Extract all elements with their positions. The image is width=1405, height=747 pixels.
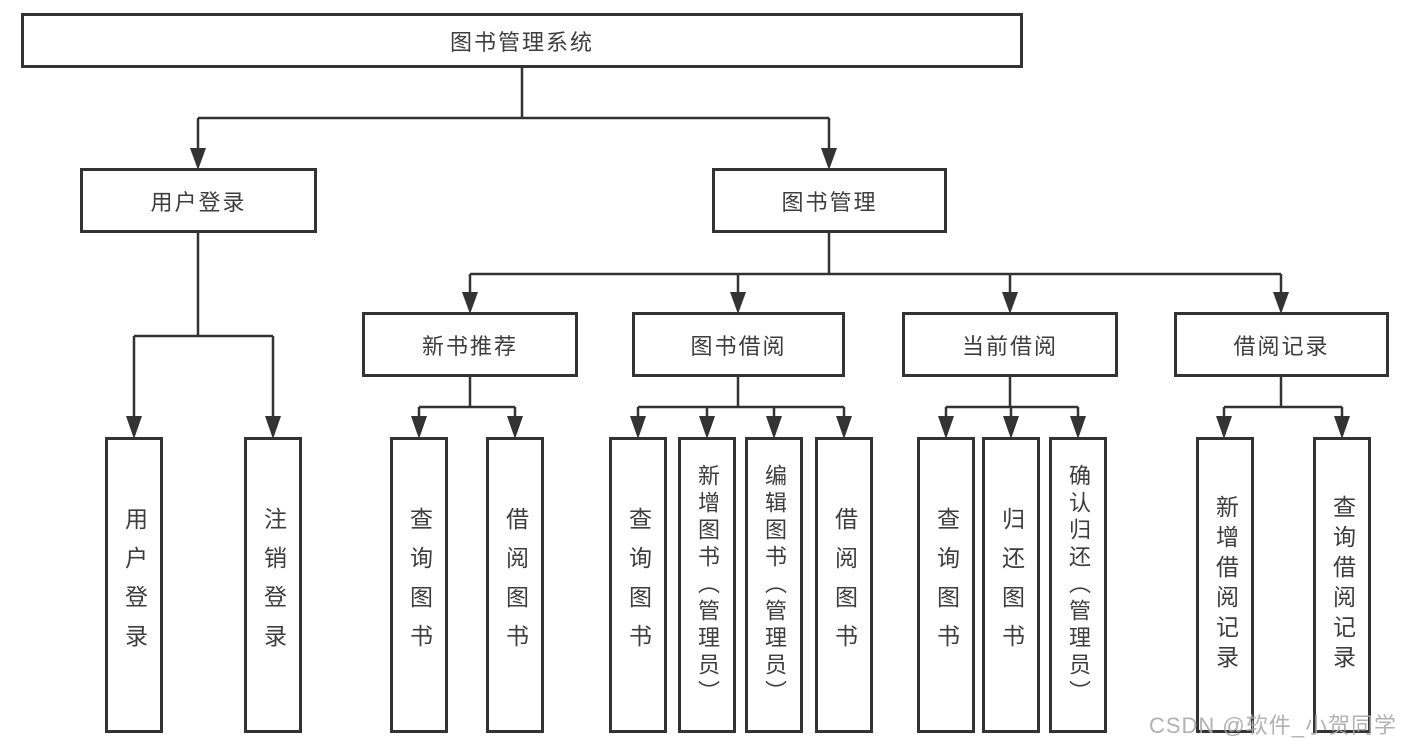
node-label: 查询图书 — [625, 507, 652, 663]
leaf-logout: 注销登录 — [244, 437, 302, 733]
node-label: 当前借阅 — [961, 333, 1058, 359]
leaf-query-books-current: 查询图书 — [917, 437, 975, 733]
node-label: 确认归还（管理员） — [1066, 463, 1091, 707]
arrowhead-icon — [462, 292, 478, 314]
node-book-borrowing: 图书借阅 — [632, 312, 845, 377]
arrowhead-icon — [1273, 292, 1289, 314]
leaf-add-book-admin: 新增图书（管理员） — [678, 437, 736, 733]
leaf-borrow-books: 借阅图书 — [815, 437, 873, 733]
node-book-management: 图书管理 — [712, 168, 947, 233]
node-label: 编辑图书（管理员） — [762, 463, 787, 707]
node-label: 图书管理系统 — [449, 29, 594, 55]
arrowhead-icon — [821, 148, 837, 170]
arrowhead-icon — [1216, 416, 1232, 439]
node-label: 图书借阅 — [690, 333, 787, 359]
leaf-edit-book-admin: 编辑图书（管理员） — [745, 437, 803, 733]
node-new-book-recommendation: 新书推荐 — [362, 312, 578, 377]
arrowhead-icon — [938, 416, 954, 439]
arrowhead-icon — [1003, 416, 1019, 439]
node-borrowing-records: 借阅记录 — [1174, 312, 1389, 377]
arrowhead-icon — [126, 416, 142, 439]
arrowhead-icon — [699, 416, 715, 439]
arrowhead-icon — [1334, 416, 1350, 439]
node-label: 借阅记录 — [1233, 333, 1330, 359]
leaf-borrow-books-recommend: 借阅图书 — [486, 437, 544, 733]
connector-user-login-to-leaves — [132, 233, 275, 418]
node-label: 新增借阅记录 — [1212, 495, 1239, 675]
arrowhead-icon — [836, 416, 852, 439]
node-label: 图书管理 — [781, 189, 878, 215]
leaf-add-borrow-record: 新增借阅记录 — [1196, 437, 1254, 733]
connector-book-mgmt-to-level3 — [468, 233, 1283, 296]
node-user-login: 用户登录 — [80, 168, 317, 233]
arrowhead-icon — [766, 416, 782, 439]
arrowhead-icon — [730, 292, 746, 314]
node-label: 借阅图书 — [502, 507, 529, 663]
connector-book-borrow-to-leaves — [636, 377, 846, 418]
arrowhead-icon — [190, 148, 206, 170]
node-label: 借阅图书 — [831, 507, 858, 663]
connector-new-book-to-leaves — [417, 377, 517, 418]
leaf-query-borrow-record: 查询借阅记录 — [1313, 437, 1371, 733]
node-label: 新书推荐 — [421, 333, 518, 359]
node-current-borrowing: 当前借阅 — [902, 312, 1118, 377]
leaf-confirm-return-admin: 确认归还（管理员） — [1049, 437, 1107, 733]
connector-root-to-level2 — [196, 68, 831, 152]
connector-current-borrow-to-leaves — [944, 377, 1080, 418]
node-label: 用户登录 — [121, 507, 148, 663]
node-label: 归还图书 — [998, 507, 1025, 663]
leaf-return-books: 归还图书 — [982, 437, 1040, 733]
leaf-query-books-recommend: 查询图书 — [390, 437, 448, 733]
leaf-user-login: 用户登录 — [105, 437, 163, 733]
node-label: 注销登录 — [260, 507, 287, 663]
arrowhead-icon — [1070, 416, 1086, 439]
csdn-watermark: CSDN @软件_小贺同学 — [1148, 713, 1397, 738]
connector-borrow-record-to-leaves — [1222, 377, 1344, 418]
node-label: 查询借阅记录 — [1329, 495, 1356, 675]
node-library-management-system: 图书管理系统 — [21, 13, 1023, 68]
node-label: 查询图书 — [933, 507, 960, 663]
arrowhead-icon — [1002, 292, 1018, 314]
leaf-query-books-borrow: 查询图书 — [609, 437, 667, 733]
arrowheads — [126, 148, 1350, 439]
node-label: 新增图书（管理员） — [695, 463, 720, 707]
arrowhead-icon — [507, 416, 523, 439]
node-label: 用户登录 — [150, 189, 247, 215]
arrowhead-icon — [265, 416, 281, 439]
arrowhead-icon — [411, 416, 427, 439]
arrowhead-icon — [630, 416, 646, 439]
node-label: 查询图书 — [406, 507, 433, 663]
